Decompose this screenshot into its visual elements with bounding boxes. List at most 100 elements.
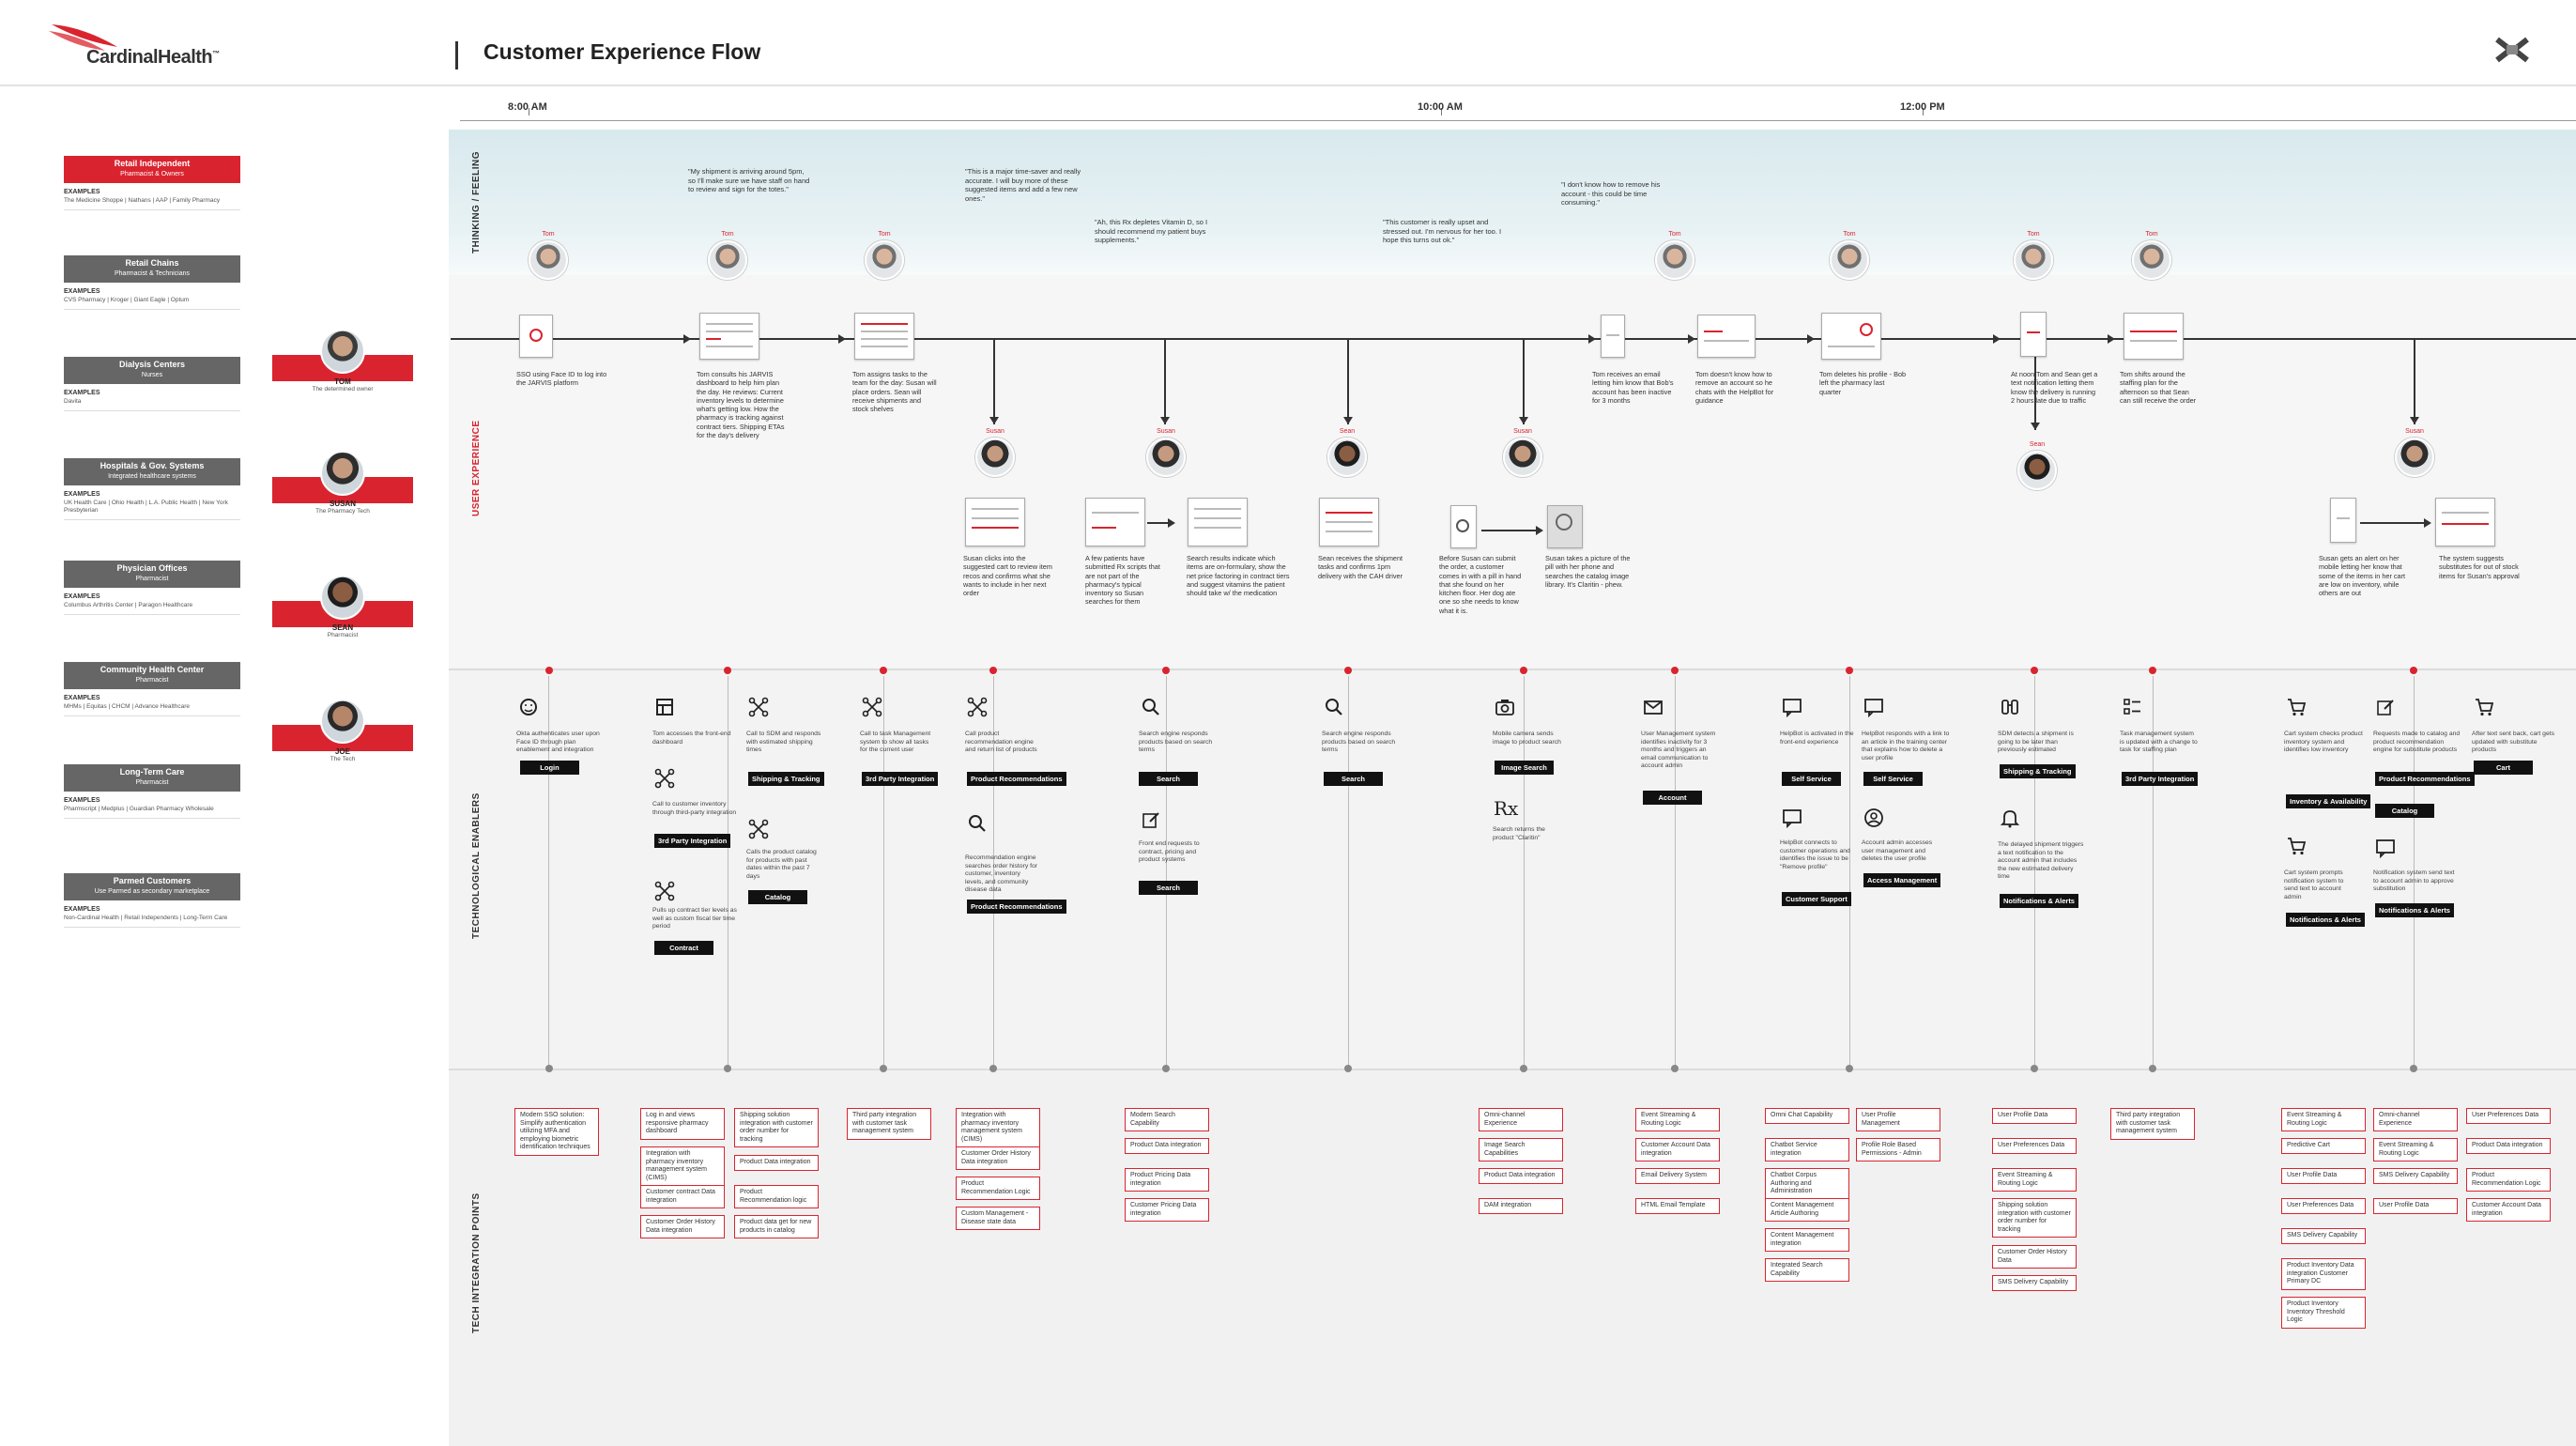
integration-point[interactable]: Product Recommendation Logic [2466, 1168, 2551, 1192]
tech-badge: Catalog [748, 890, 807, 904]
integration-point[interactable]: DAM integration [1479, 1198, 1563, 1214]
integration-point[interactable]: Custom Management - Disease state data [956, 1207, 1040, 1231]
close-icon[interactable] [2493, 36, 2531, 64]
search-icon [1142, 699, 1159, 715]
integration-point[interactable]: Customer Order History Data integration [956, 1146, 1040, 1171]
cart-screen[interactable] [965, 498, 1025, 546]
integration-point[interactable]: Chatbot Corpus Authoring and Administrat… [1765, 1168, 1849, 1200]
tech-badge: Login [520, 761, 579, 775]
chat-screen[interactable] [1697, 315, 1756, 358]
persona-joe[interactable]: JOE The Tech [272, 699, 413, 762]
tech-badge: Product Recommendations [967, 900, 1066, 914]
integration-point[interactable]: User Profile Data [2373, 1198, 2458, 1214]
time-10am: 10:00 AM [1418, 101, 1463, 113]
integration-point[interactable]: User Preferences Data [2466, 1108, 2551, 1124]
integration-point[interactable]: Product Inventory Data integration Custo… [2281, 1258, 2366, 1290]
phone-alert-screen[interactable] [2020, 312, 2047, 357]
integration-point[interactable]: Event Streaming & Routing Logic [2373, 1138, 2458, 1162]
task-screen[interactable] [854, 313, 914, 360]
search-screen[interactable] [1085, 498, 1145, 546]
integration-point[interactable]: Chatbot Service integration [1765, 1138, 1849, 1162]
persona-sean[interactable]: SEAN Pharmacist [272, 575, 413, 638]
integration-point[interactable]: Predictive Cart [2281, 1138, 2366, 1154]
integration-point[interactable]: Omni-channel Experience [2373, 1108, 2458, 1132]
integration-point[interactable]: Customer Order History Data [1992, 1245, 2077, 1269]
integration-point[interactable]: Integration with pharmacy inventory mana… [956, 1108, 1040, 1148]
integration-point[interactable]: User Preferences Data [1992, 1138, 2077, 1154]
tech-desc: Call product recommendation engine and r… [965, 731, 1037, 754]
integration-point[interactable]: Content Management Article Authoring [1765, 1198, 1849, 1223]
integration-point[interactable]: User Profile Management [1856, 1108, 1940, 1132]
tech-badge: Catalog [2375, 804, 2434, 818]
mobile-alert-screen[interactable] [2330, 498, 2356, 543]
integration-point[interactable]: Shipping solution integration with custo… [734, 1108, 819, 1148]
integration-point[interactable]: Customer Account Data integration [1635, 1138, 1720, 1162]
integration-point[interactable]: Product Data integration [1125, 1138, 1209, 1154]
persona-susan[interactable]: SUSAN The Pharmacy Tech [272, 451, 413, 515]
phone-screen[interactable] [519, 315, 553, 358]
integration-point[interactable]: Modern Search Capability [1125, 1108, 1209, 1132]
integration-point[interactable]: Product Data integration [2466, 1138, 2551, 1154]
integration-point[interactable]: Third party integration with customer ta… [2110, 1108, 2195, 1140]
phone-email-screen[interactable] [1601, 315, 1625, 358]
integration-point[interactable]: User Profile Data [2281, 1168, 2366, 1184]
integration-point[interactable]: Integration with pharmacy inventory mana… [640, 1146, 725, 1187]
integration-point[interactable]: Event Streaming & Routing Logic [1992, 1168, 2077, 1192]
integration-point[interactable]: Product Data integration [734, 1155, 819, 1171]
connector [1166, 676, 1167, 1069]
step-marker [545, 667, 553, 674]
integration-point[interactable]: User Profile Data [1992, 1108, 2077, 1124]
tech-badge: Search [1139, 881, 1198, 895]
integration-point[interactable]: HTML Email Template [1635, 1198, 1720, 1214]
integration-point[interactable]: Event Streaming & Routing Logic [2281, 1108, 2366, 1132]
integration-point[interactable]: Image Search Capabilities [1479, 1138, 1563, 1162]
camera-phone[interactable] [1450, 505, 1477, 548]
avatar [320, 451, 365, 496]
shipment-screen[interactable] [1319, 498, 1379, 546]
substitute-screen[interactable] [2435, 498, 2495, 546]
dashboard-screen[interactable] [699, 313, 759, 360]
integration-point[interactable]: Omni-channel Experience [1479, 1108, 1563, 1132]
integration-point[interactable]: Third party integration with customer ta… [847, 1108, 931, 1140]
integration-point[interactable]: Product Recommendation Logic [956, 1177, 1040, 1201]
integration-point[interactable]: Customer Account Data integration [2466, 1198, 2551, 1223]
flow-arrow [2410, 417, 2419, 424]
integration-point[interactable]: Customer Order History Data integration [640, 1215, 725, 1239]
staffing-screen[interactable] [2124, 313, 2184, 360]
integration-point[interactable]: Product Inventory Inventory Threshold Lo… [2281, 1297, 2366, 1329]
integration-point[interactable]: Email Delivery System [1635, 1168, 1720, 1184]
actor-tom: Tom [2124, 231, 2180, 280]
integration-point[interactable]: Profile Role Based Permissions - Admin [1856, 1138, 1940, 1162]
integration-point[interactable]: Omni Chat Capability [1765, 1108, 1849, 1124]
integration-point[interactable]: Integrated Search Capability [1765, 1258, 1849, 1283]
integration-point[interactable]: SMS Delivery Capability [1992, 1275, 2077, 1291]
profile-screen[interactable] [1821, 313, 1881, 360]
integration-point[interactable]: Customer contract Data integration [640, 1185, 725, 1209]
integration-point[interactable]: Log in and views responsive pharmacy das… [640, 1108, 725, 1140]
persona-tom[interactable]: TOM The determined owner [272, 329, 413, 392]
integration-point[interactable]: Product Data integration [1479, 1168, 1563, 1184]
integration-point[interactable]: Shipping solution integration with custo… [1992, 1198, 2077, 1238]
results-screen[interactable] [1188, 498, 1248, 546]
integration-point[interactable]: SMS Delivery Capability [2373, 1168, 2458, 1184]
integration-point[interactable]: Product Recommendation logic [734, 1185, 819, 1209]
integration-point[interactable]: SMS Delivery Capability [2281, 1228, 2366, 1244]
tech-desc: Call to SDM and responds with estimated … [746, 731, 821, 754]
integration-point[interactable]: Event Streaming & Routing Logic [1635, 1108, 1720, 1132]
integration-point[interactable]: Product Pricing Data integration [1125, 1168, 1209, 1192]
pill-photo[interactable] [1547, 505, 1583, 548]
tech-desc: HelpBot is activated in the front-end ex… [1780, 731, 1854, 746]
integration-point[interactable]: Product data get for new products in cat… [734, 1215, 819, 1239]
integration-point[interactable]: User Preferences Data [2281, 1198, 2366, 1214]
integration-point[interactable]: Customer Pricing Data integration [1125, 1198, 1209, 1223]
integration-point[interactable]: Modern SSO solution: Simplify authentica… [514, 1108, 599, 1156]
integration-point[interactable]: Content Management integration [1765, 1228, 1849, 1253]
